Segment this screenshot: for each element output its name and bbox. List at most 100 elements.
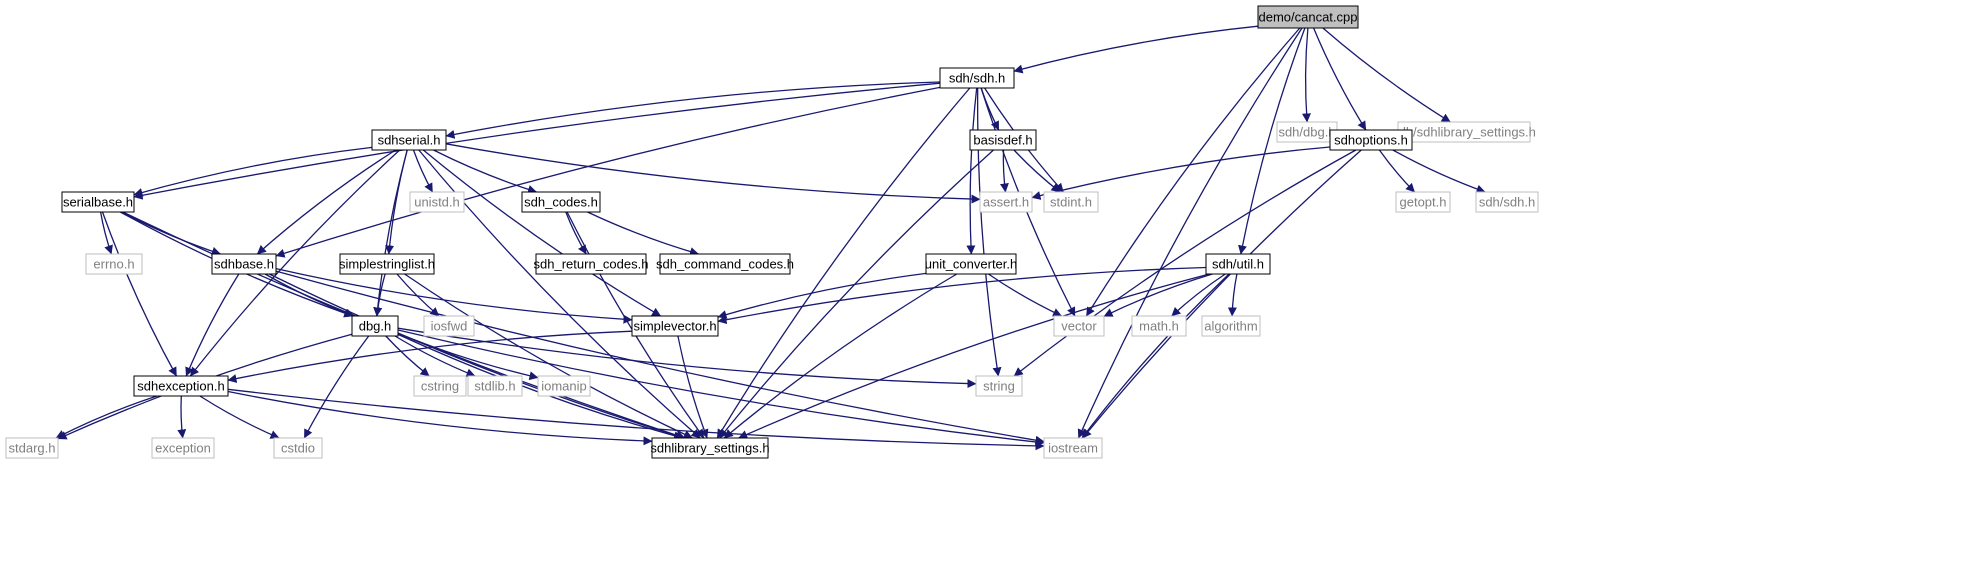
node-box	[1043, 191, 1099, 213]
node-label: basisdef.h	[973, 133, 1032, 148]
node-label: demo/cancat.cpp	[1258, 10, 1357, 25]
edge-cancat-to-util	[1238, 27, 1306, 255]
edge-sdhserial-to-sdh_codes	[433, 149, 537, 194]
node-sdh_sdh[interactable]: sdh/sdh.h	[939, 67, 1015, 89]
edge-util-to-algorithm	[1227, 273, 1238, 317]
node-cmd_codes[interactable]: sdh_command_codes.h	[656, 253, 794, 275]
node-box	[537, 375, 591, 397]
node-label: exception	[155, 441, 211, 456]
node-sdhbase[interactable]: sdhbase.h	[211, 253, 277, 275]
node-label: sdh/util.h	[1212, 257, 1264, 272]
node-label: sdhexception.h	[137, 379, 224, 394]
node-box	[151, 437, 215, 459]
node-label: math.h	[1139, 319, 1179, 334]
node-label: string	[983, 379, 1015, 394]
node-label: sdh/sdh.h	[949, 71, 1005, 86]
node-box	[1395, 191, 1451, 213]
node-sdhoptions[interactable]: sdhoptions.h	[1329, 129, 1413, 151]
node-dbg[interactable]: dbg.h	[351, 315, 399, 337]
edge-layer	[55, 25, 1486, 451]
node-box	[1205, 253, 1271, 275]
edge-sdhoptions-to-sdh_sdh_ext	[1392, 149, 1486, 194]
node-unit_conv[interactable]: unit_converter.h	[925, 253, 1018, 275]
edge-util-to-iostream	[1081, 273, 1230, 439]
edge-sdhserial-to-sdhexception	[189, 149, 401, 377]
edge-cancat-to-dbg_ext	[1301, 27, 1311, 123]
node-box	[1329, 129, 1413, 151]
node-layer: demo/cancat.cpp sdh/sdh.h sdh/dbg.h sdh/sdh…	[5, 5, 1539, 459]
edge-cancat-to-vector	[1085, 27, 1301, 317]
node-stdarg: stdarg.h	[5, 437, 59, 459]
node-cstdio: cstdio	[273, 437, 323, 459]
edge-serialbase-to-settings	[122, 211, 686, 440]
node-box	[535, 253, 647, 275]
node-box	[273, 437, 323, 459]
node-box	[371, 129, 447, 151]
edge-sdhexception-to-stdarg	[55, 395, 158, 439]
node-box	[409, 191, 465, 213]
node-ret_codes[interactable]: sdh_return_codes.h	[534, 253, 649, 275]
edge-sdhexception-to-cstdio	[199, 395, 280, 439]
node-exception: exception	[151, 437, 215, 459]
edge-dbg-to-iomanip	[397, 332, 539, 381]
edge-simplevector-to-sdhexception	[227, 330, 633, 384]
edge-simplestringlist-to-settings	[404, 273, 693, 439]
node-errno: errno.h	[85, 253, 143, 275]
node-box	[521, 191, 601, 213]
edge-basisdef-to-assert	[999, 149, 1009, 193]
node-sdhexception[interactable]: sdhexception.h	[133, 375, 229, 397]
node-box	[1043, 437, 1103, 459]
node-sdh_codes[interactable]: sdh_codes.h	[521, 191, 601, 213]
edge-sdhbase-to-sdhexception	[185, 273, 240, 377]
node-box	[969, 129, 1037, 151]
node-basisdef[interactable]: basisdef.h	[969, 129, 1037, 151]
node-simplevector[interactable]: simplevector.h	[631, 315, 719, 337]
node-stdlib: stdlib.h	[467, 375, 523, 397]
node-label: sdh/dbg.h	[1278, 125, 1335, 140]
edge-sdhserial-to-settings	[418, 149, 701, 439]
edge-unit_conv-to-settings	[723, 273, 958, 439]
node-box	[1475, 191, 1539, 213]
edge-sdhserial-to-assert	[445, 143, 981, 204]
node-algorithm: algorithm	[1201, 315, 1261, 337]
edge-sdhoptions-to-assert	[1031, 146, 1331, 200]
node-label: simplestringlist.h	[339, 257, 435, 272]
edge-unit_conv-to-vector	[988, 273, 1063, 317]
edge-sdh_sdh-to-basisdef	[980, 87, 1000, 131]
node-math: math.h	[1131, 315, 1187, 337]
node-box	[631, 315, 719, 337]
edge-sdhexception-to-iostream	[227, 388, 1045, 451]
node-box	[61, 191, 135, 213]
node-sdh_sdh_ext: sdh/sdh.h	[1475, 191, 1539, 213]
node-box	[211, 253, 277, 275]
node-label: sdhoptions.h	[1334, 133, 1408, 148]
node-vector: vector	[1053, 315, 1105, 337]
edge-cancat-to-sdh_sdh	[1013, 25, 1259, 74]
edge-serialbase-to-sdhexception	[101, 211, 178, 377]
node-util[interactable]: sdh/util.h	[1205, 253, 1271, 275]
node-iosfwd: iosfwd	[423, 315, 475, 337]
edge-basisdef-to-settings	[718, 149, 994, 439]
node-box	[975, 375, 1023, 397]
edge-sdh_codes-to-settings	[566, 211, 705, 439]
edge-sdhserial-to-unistd	[412, 149, 434, 193]
edge-dbg-to-cstdio	[303, 335, 370, 439]
node-cstring: cstring	[413, 375, 467, 397]
edge-sdhserial-to-simplestringlist	[385, 149, 408, 255]
node-box	[413, 375, 467, 397]
node-serialbase[interactable]: serialbase.h	[61, 191, 135, 213]
node-sdhserial[interactable]: sdhserial.h	[371, 129, 447, 151]
node-cancat[interactable]: demo/cancat.cpp	[1257, 5, 1359, 29]
node-label: iomanip	[541, 379, 587, 394]
node-string: string	[975, 375, 1023, 397]
edge-basisdef-to-stdint	[1013, 149, 1061, 193]
node-box	[651, 437, 769, 459]
node-box	[659, 253, 791, 275]
edge-dbg-to-cstring	[385, 335, 430, 377]
edge-sdhexception-to-exception	[177, 395, 187, 439]
node-settings[interactable]: sdhlibrary_settings.h	[650, 437, 770, 459]
node-label: dbg.h	[359, 319, 392, 334]
node-simplestringlist[interactable]: simplestringlist.h	[339, 253, 435, 275]
node-label: sdh/sdh.h	[1479, 195, 1535, 210]
